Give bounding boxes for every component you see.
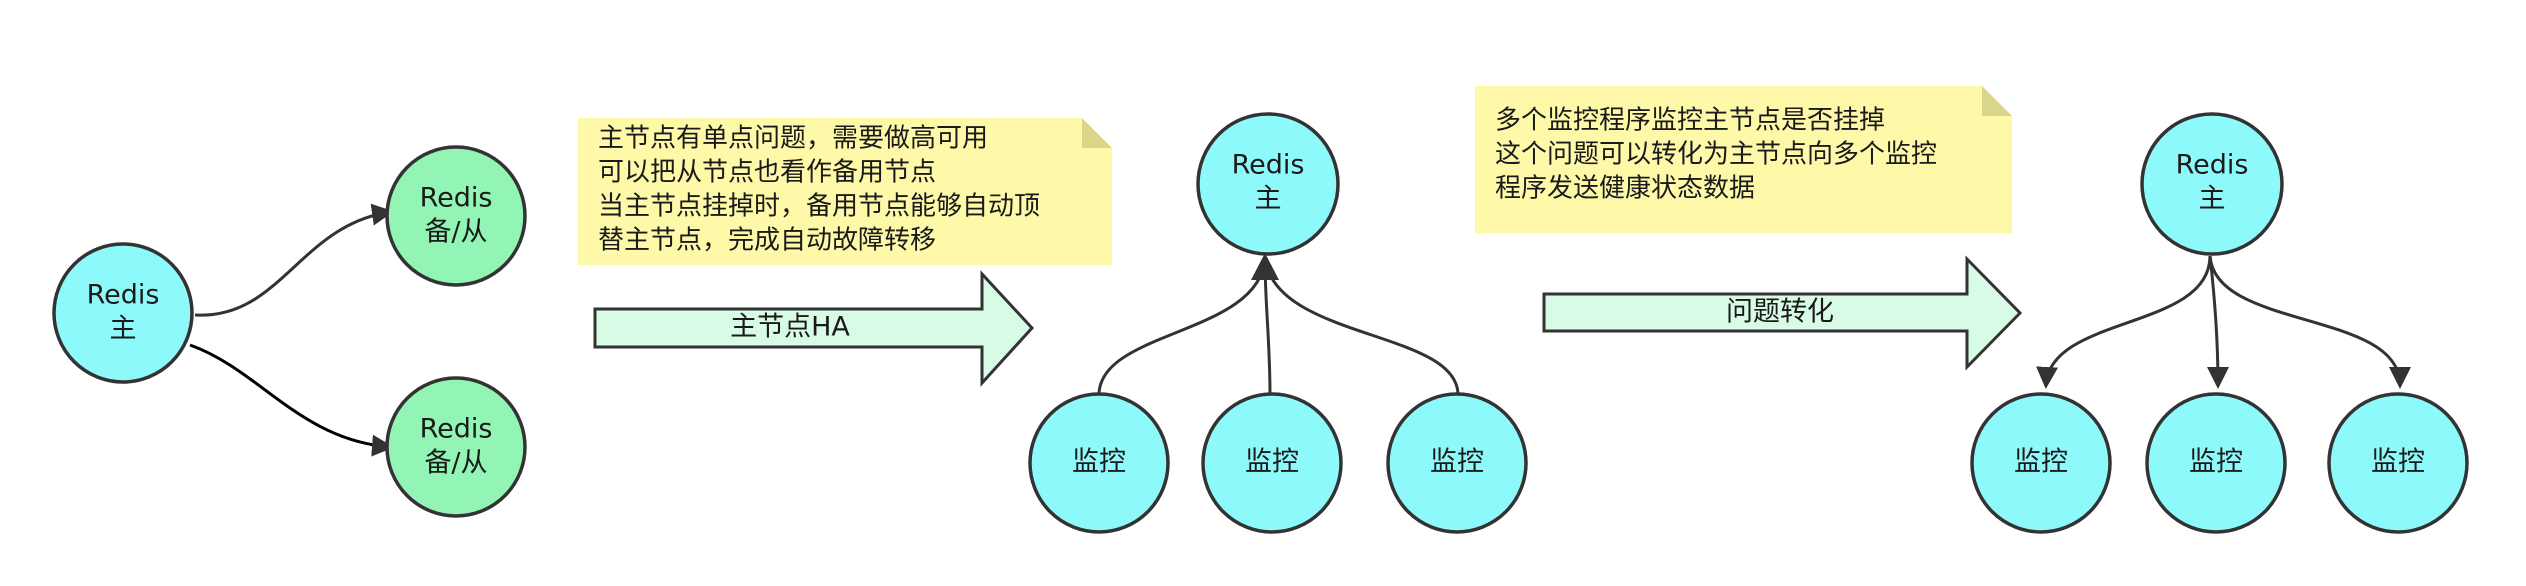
redis-master-node: Redis 主 bbox=[1196, 112, 1340, 256]
node-line1: Redis bbox=[2176, 150, 2249, 181]
edge-monitor-3-to-master bbox=[1263, 257, 1460, 396]
monitor-node: 监控 bbox=[1028, 392, 1170, 534]
arrow-label: 主节点HA bbox=[730, 312, 850, 343]
node-label: 监控 bbox=[2189, 447, 2243, 478]
redis-master-node: Redis 主 bbox=[2140, 112, 2284, 256]
arrowhead-into-master bbox=[1251, 253, 1279, 280]
edge-master-to-monitor-3 bbox=[2208, 255, 2411, 389]
node-line2: 备/从 bbox=[424, 217, 487, 248]
node-label: 监控 bbox=[1072, 447, 1126, 478]
node-line1: Redis bbox=[1232, 150, 1305, 181]
node-line2: 主 bbox=[1255, 184, 1282, 215]
redis-replica-bottom-node: Redis 备/从 bbox=[385, 376, 527, 518]
note-line: 多个监控程序监控主节点是否挂掉 bbox=[1495, 105, 1885, 135]
node-line2: 主 bbox=[2199, 184, 2226, 215]
note-line: 替主节点，完成自动故障转移 bbox=[598, 225, 936, 255]
right-section: Redis 主 监控 监控 监控 bbox=[1970, 112, 2469, 534]
note-line: 主节点有单点问题，需要做高可用 bbox=[598, 123, 988, 153]
block-arrow-problem-transform: 问题转化 bbox=[1542, 255, 2023, 371]
edge-monitor-1-to-master bbox=[1097, 257, 1267, 396]
note-line: 可以把从节点也看作备用节点 bbox=[598, 157, 936, 187]
edge-master-to-monitor-2 bbox=[2206, 255, 2229, 389]
note-single-point-problem: 主节点有单点问题，需要做高可用 可以把从节点也看作备用节点 当主节点挂掉时，备用… bbox=[578, 118, 1112, 265]
node-line1: Redis bbox=[420, 183, 493, 214]
left-section: Redis 主 Redis 备/从 Redis 备/从 bbox=[52, 145, 527, 518]
arrow-label: 问题转化 bbox=[1726, 297, 1834, 328]
node-line2: 主 bbox=[110, 314, 137, 345]
block-arrow-master-ha: 主节点HA bbox=[593, 270, 1035, 387]
node-label: 监控 bbox=[2371, 447, 2425, 478]
edge-master-to-replica-bottom bbox=[189, 343, 394, 457]
redis-master-node: Redis 主 bbox=[52, 242, 194, 384]
edge-master-to-replica-top bbox=[194, 203, 394, 317]
node-label: 监控 bbox=[1430, 447, 1484, 478]
node-label: 监控 bbox=[1245, 447, 1299, 478]
monitor-node: 监控 bbox=[1386, 392, 1528, 534]
monitor-node: 监控 bbox=[1970, 392, 2112, 534]
node-label: 监控 bbox=[2014, 447, 2068, 478]
redis-replica-top-node: Redis 备/从 bbox=[385, 145, 527, 287]
monitor-node: 监控 bbox=[1201, 392, 1343, 534]
monitor-node: 监控 bbox=[2145, 392, 2287, 534]
note-line: 这个问题可以转化为主节点向多个监控 bbox=[1495, 139, 1937, 169]
monitor-node: 监控 bbox=[2327, 392, 2469, 534]
note-problem-transform: 多个监控程序监控主节点是否挂掉 这个问题可以转化为主节点向多个监控 程序发送健康… bbox=[1475, 86, 2012, 233]
note-line: 当主节点挂掉时，备用节点能够自动顶 bbox=[598, 191, 1040, 221]
node-line1: Redis bbox=[420, 414, 493, 445]
node-line2: 备/从 bbox=[424, 448, 487, 479]
node-line1: Redis bbox=[87, 280, 160, 311]
note-line: 程序发送健康状态数据 bbox=[1495, 173, 1755, 203]
edge-master-to-monitor-1 bbox=[2036, 255, 2212, 389]
middle-section: Redis 主 监控 监控 监控 bbox=[1028, 112, 1528, 534]
